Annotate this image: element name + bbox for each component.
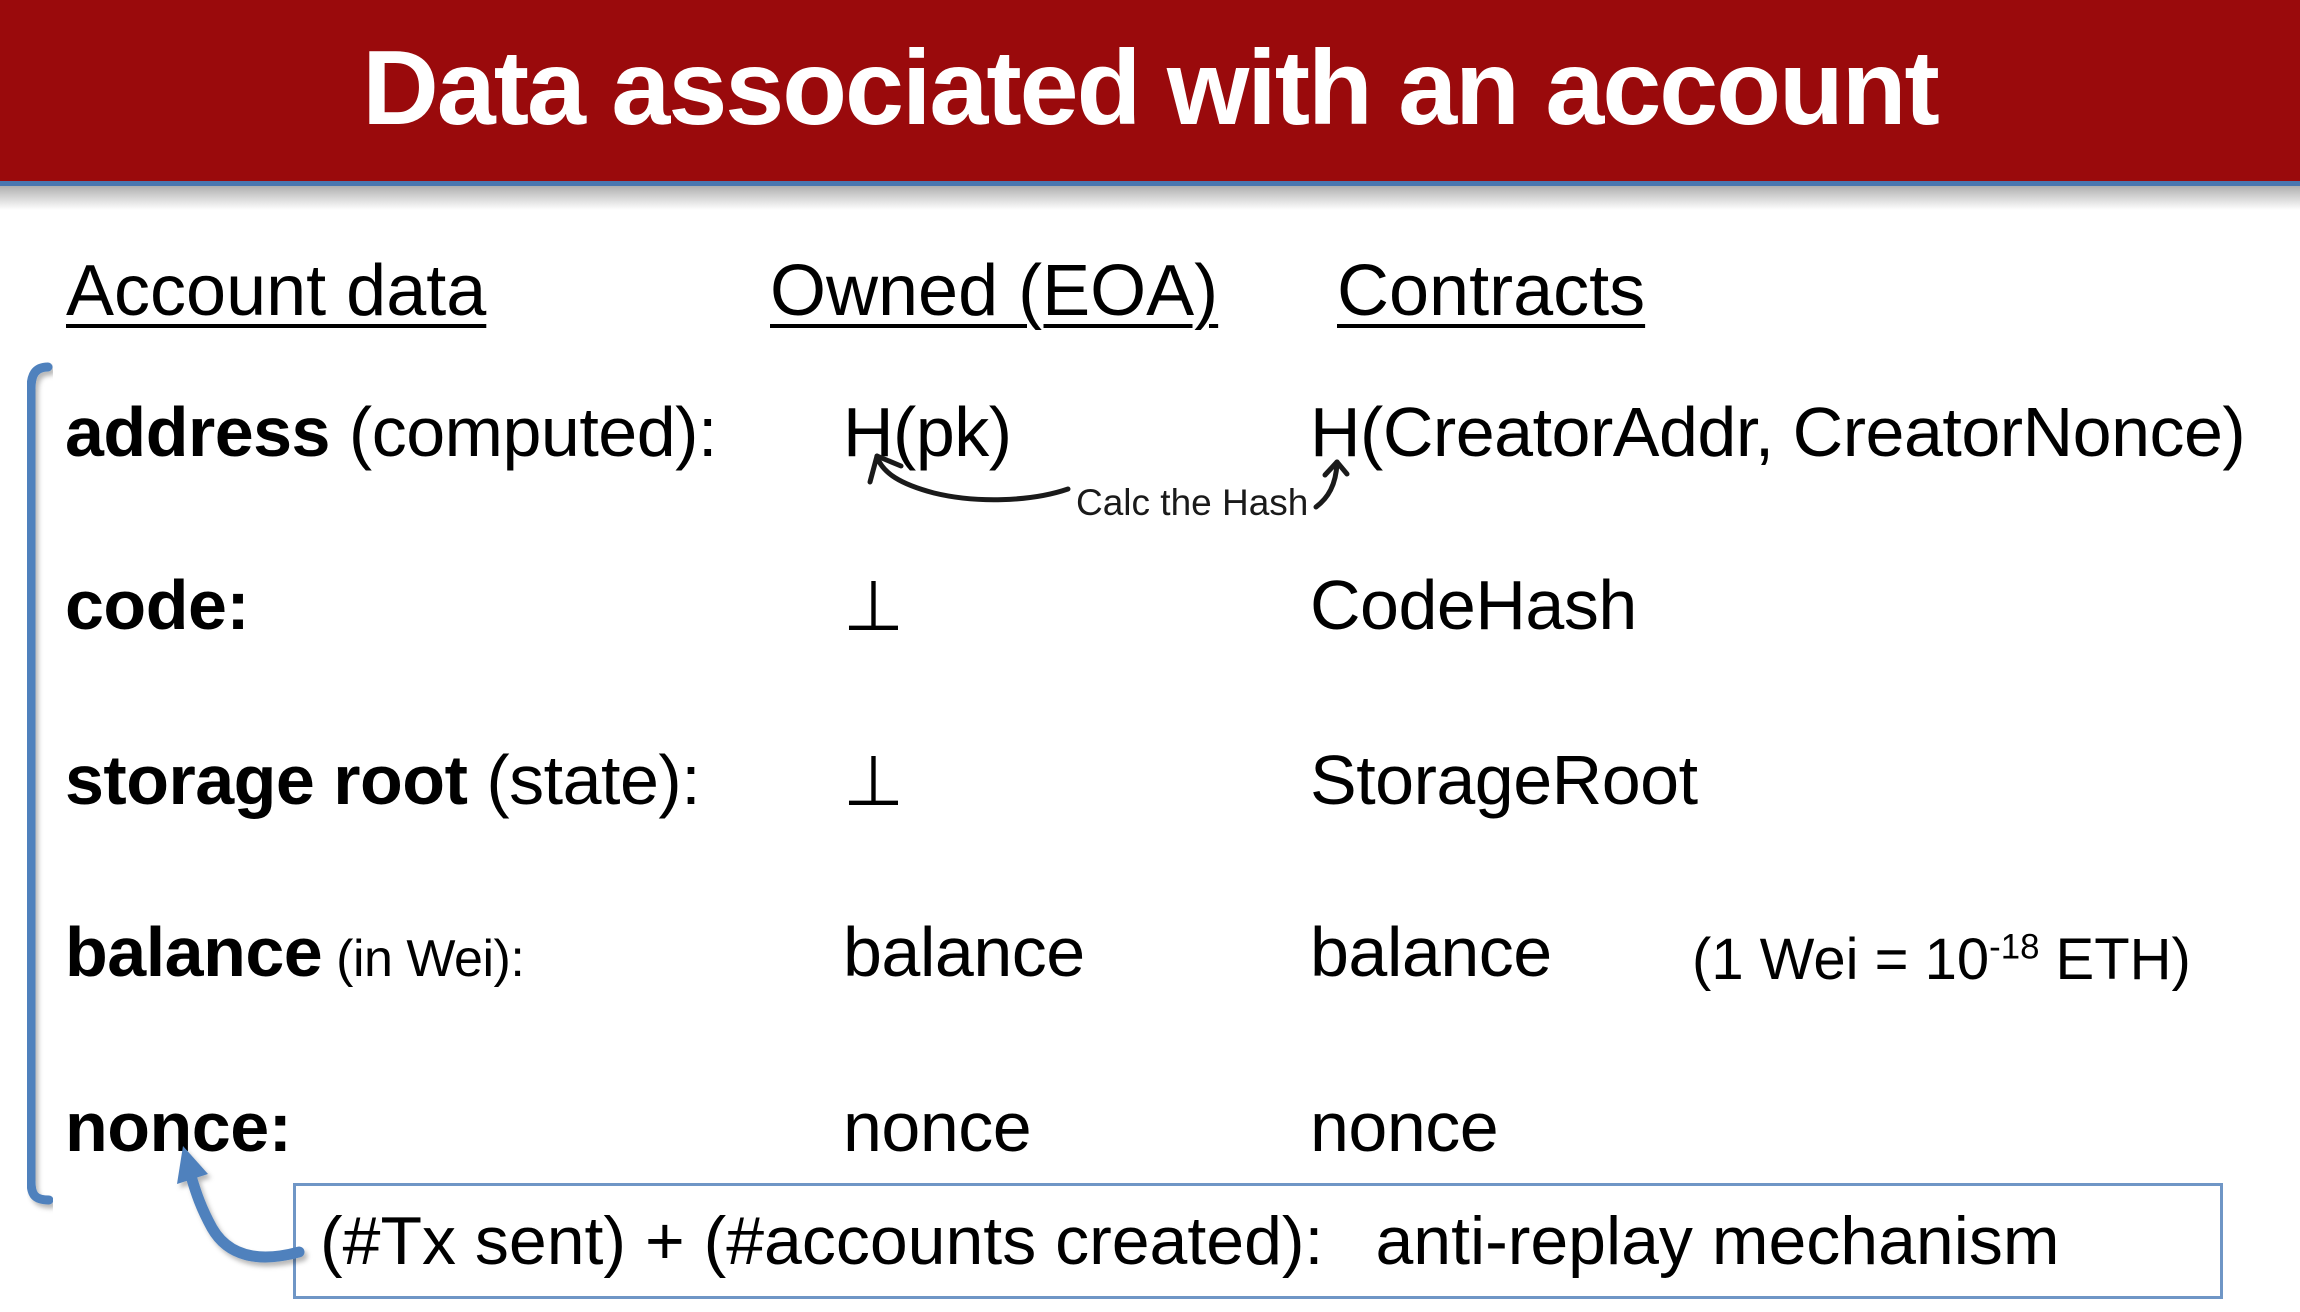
owned-value: nonce [843,1088,1032,1166]
table-row-balance: balance (in Wei): balance balance [0,912,2300,998]
owned-value: ⊥ [843,567,904,645]
title-banner: Data associated with an account [0,0,2300,181]
row-label-rest: (state): [467,741,701,819]
banner-shadow [0,186,2300,210]
nonce-explanation-box: (#Tx sent) + (#accounts created): anti-r… [293,1183,2223,1299]
row-label-rest: (computed): [329,393,717,471]
contracts-value: StorageRoot [1310,741,1698,819]
contracts-value: nonce [1310,1088,1499,1166]
row-label-bold: address [65,393,330,471]
row-label-bold: nonce: [65,1088,292,1166]
row-label-bold: storage root [65,741,468,819]
page-title: Data associated with an account [362,29,1940,147]
owned-value: H(pk) [843,393,1012,471]
row-label: storage root (state): [65,740,701,820]
contracts-value: balance [1310,913,1552,991]
row-label-rest: (in Wei): [322,930,525,988]
row-label: balance (in Wei): [65,912,525,992]
table-row-storage-root: storage root (state): ⊥ StorageRoot [0,740,2300,826]
table-row-address: address (computed): H(pk) H(CreatorAddr,… [0,392,2300,478]
column-header-account-data: Account data [66,251,487,331]
column-header-owned-eoa: Owned (EOA) [770,251,1219,331]
row-label-bold: code: [65,566,250,644]
wei-note-suffix: ETH) [2039,927,2191,992]
owned-value: ⊥ [843,742,904,820]
contracts-value: H(CreatorAddr, CreatorNonce) [1310,393,2246,471]
table-header-row: Account data Owned (EOA) Contracts [0,250,2300,340]
table-row-nonce: nonce: nonce nonce [0,1087,2300,1173]
column-header-contracts: Contracts [1337,251,1646,331]
table-row-code: code: ⊥ CodeHash [0,565,2300,651]
nonce-note: anti-replay mechanism [1375,1203,2060,1279]
banner-divider [0,181,2300,186]
row-label: address (computed): [65,392,717,472]
contracts-value: CodeHash [1310,566,1637,644]
calc-the-hash-label: Calc the Hash [1076,482,1309,523]
wei-conversion-note: (1 Wei = 10-18 ETH) [1692,926,2191,993]
row-label-bold: balance [65,913,323,991]
owned-value: balance [843,913,1085,991]
row-label: code: [65,565,250,645]
nonce-formula: (#Tx sent) + (#accounts created): [320,1203,1324,1279]
wei-note-exponent: -18 [1989,927,2040,967]
row-label: nonce: [65,1087,292,1167]
wei-note-prefix: (1 Wei = 10 [1692,927,1990,992]
